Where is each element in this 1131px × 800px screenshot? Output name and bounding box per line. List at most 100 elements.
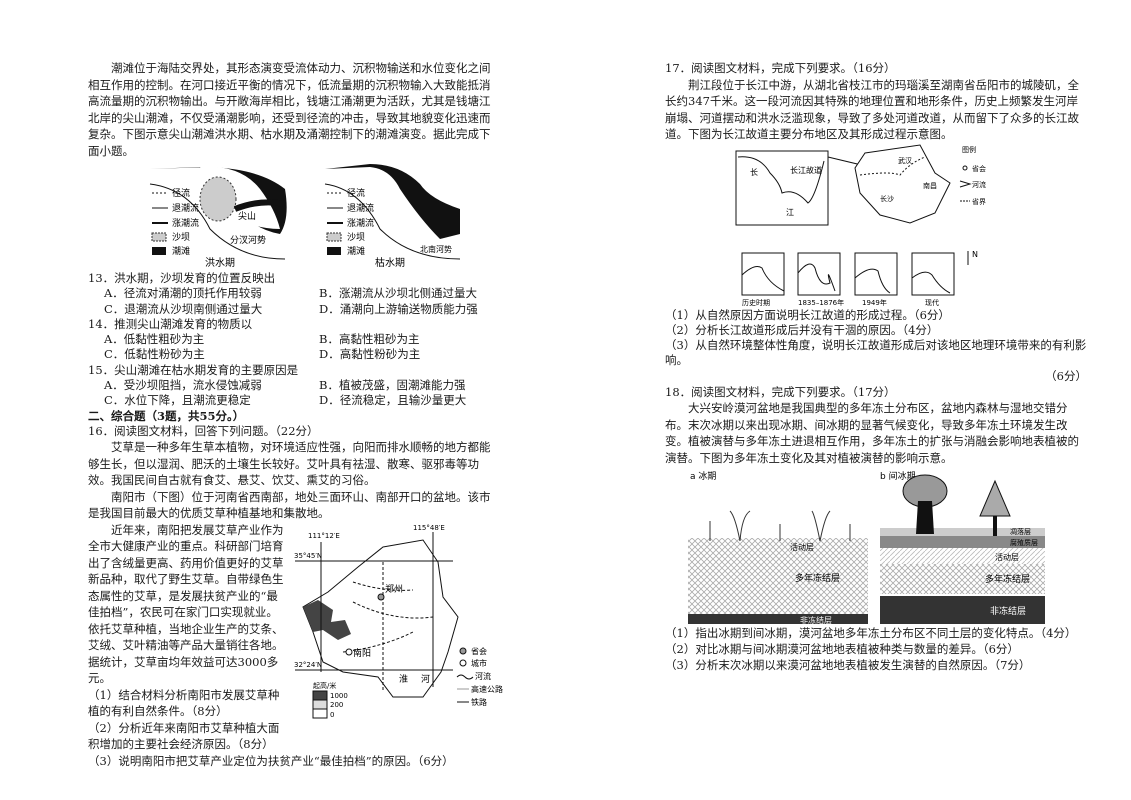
tidal-flat-diagram: 尖山 分汊河势 洪水期 径流 退潮流 涨潮流 沙坝 潮滩 北南河势 枯水期 径流… (149, 164, 460, 269)
svg-text:省会: 省会 (972, 164, 986, 173)
left-column: 潮滩位于海陆交界处，其形态演变受流体动力、沉积物输送和水位变化之间相互作用的控制… (88, 60, 503, 769)
svg-text:潮滩: 潮滩 (347, 245, 365, 257)
q17-sub-3: （3）从自然环境整体性角度，说明长江故道形成后对该地区地理环境带来的有利影响。 (665, 338, 1087, 368)
svg-text:1949年: 1949年 (862, 298, 887, 307)
q16-sub-2: （2）分析近年来南阳市艾草种植大面积增加的主要社会经济原因。（8分） (88, 720, 280, 752)
svg-text:200: 200 (330, 701, 343, 709)
q14-option-a[interactable]: A．低黏性粗砂为主 (104, 332, 205, 347)
svg-text:111°12′E: 111°12′E (308, 532, 340, 540)
q14-option-b[interactable]: B．高黏性粗砂为主 (319, 332, 420, 347)
svg-text:活动层: 活动层 (995, 552, 1019, 562)
svg-text:淮: 淮 (399, 674, 408, 685)
svg-text:南昌: 南昌 (923, 181, 937, 190)
q16-sub-3: （3）说明南阳市把艾草产业定位为扶贫产业“最佳拍档”的原因。（6分） (88, 753, 454, 768)
q14-stem: 14．推测尖山潮滩发育的物质以 (88, 316, 253, 331)
svg-text:b 间冰期: b 间冰期 (880, 470, 916, 482)
q13-option-b[interactable]: B．涨潮流从沙坝北侧通过量大 (319, 286, 477, 301)
svg-text:高速公路: 高速公路 (471, 684, 503, 694)
q17-sub-2: （2）分析长江故道形成后并没有干涸的原因。（4分） (665, 322, 939, 337)
svg-text:北南河势: 北南河势 (420, 244, 452, 254)
svg-text:洪水期: 洪水期 (205, 257, 235, 269)
svg-text:涨潮流: 涨潮流 (347, 217, 374, 229)
svg-text:省界: 省界 (972, 197, 986, 206)
svg-text:河流: 河流 (475, 671, 491, 681)
q15-stem: 15．尖山潮滩在枯水期发育的主要原因是 (88, 362, 299, 377)
svg-text:历史时期: 历史时期 (742, 298, 770, 307)
svg-text:多年冻结层: 多年冻结层 (795, 572, 840, 584)
svg-text:长沙: 长沙 (880, 194, 894, 203)
svg-text:非冻结层: 非冻结层 (990, 605, 1026, 617)
nanyang-map: 111°12′E 115°48′E 35°45′N 32°24′N 郑州 南阳 … (294, 524, 503, 719)
yangtze-oxbow-figure: 长 江 长江故道 武汉 长沙 南昌 图例 省会 河流 省界 历史时期 1835–… (735, 143, 986, 307)
q17-paragraph: 荆江段位于长江中游，从湖北省枝江市的玛瑙溪至湖南省岳阳市的城陵矶，全长约347千… (665, 77, 1079, 142)
svg-text:非冻结层: 非冻结层 (800, 615, 832, 625)
q16-paragraph-1: 艾草是一种多年生草本植物，对环境适应性强，向阳而排水顺畅的地方都能够生长，但以湿… (88, 440, 491, 488)
right-column: 17．阅读图文材料，完成下列要求。（16分） 荆江段位于长江中游，从湖北省枝江市… (665, 60, 1087, 674)
q16-stem: 16．阅读图文材料，回答下列问题。（22分） (88, 423, 319, 438)
svg-text:河流: 河流 (972, 180, 986, 189)
q16-paragraph-2: 南阳市（下图）位于河南省西南部，地处三面环山、南部开口的盆地。该市是我国目前最大… (88, 489, 491, 521)
map-legend: 图例 省会 河流 省界 (959, 145, 986, 206)
svg-text:枯水期: 枯水期 (375, 256, 405, 269)
svg-text:径流: 径流 (347, 187, 365, 199)
svg-text:活动层: 活动层 (790, 542, 814, 552)
section-heading: 二、综合题（3题，共55分。） (88, 408, 245, 423)
q14-option-d[interactable]: D．高黏性粉砂为主 (319, 347, 421, 362)
svg-text:1835–1876年: 1835–1876年 (798, 298, 844, 307)
svg-text:尖山: 尖山 (238, 210, 256, 222)
svg-text:35°45′N: 35°45′N (294, 552, 322, 560)
map-legend: 省会 城市 河流 高速公路 铁路 (456, 646, 503, 707)
dry-period-panel: 北南河势 枯水期 径流 退潮流 涨潮流 沙坝 潮滩 (324, 164, 460, 269)
svg-text:腐殖质层: 腐殖质层 (1010, 538, 1038, 547)
q15-option-c[interactable]: C．水位下降，且潮流更稳定 (104, 393, 251, 408)
svg-text:径流: 径流 (172, 187, 190, 199)
q13-option-a[interactable]: A．径流对涌潮的顶托作用较弱 (104, 286, 262, 301)
svg-text:长: 长 (750, 167, 758, 177)
q13-option-d[interactable]: D．涌潮向上游输送物质能力强 (319, 301, 478, 316)
svg-text:长江故道: 长江故道 (790, 165, 822, 175)
intro-passage: 潮滩位于海陆交界处，其形态演变受流体动力、沉积物输送和水位变化之间相互作用的控制… (88, 61, 491, 158)
q18-paragraph: 大兴安岭漠河盆地是我国典型的多年冻土分布区，盆地内森林与湿地交错分布。末次冰期以… (665, 401, 1079, 465)
q17-sub-1: （1）从自然原因方面说明长江故道的形成过程。（6分） (665, 307, 950, 322)
q15-option-b[interactable]: B．植被茂盛，固潮滩能力强 (319, 378, 466, 393)
q14-option-c[interactable]: C．低黏性粉砂为主 (104, 347, 205, 362)
q18-stem: 18．阅读图文材料，完成下列要求。（17分） (665, 384, 896, 399)
q18-sub-3: （3）分析末次冰期以来漠河盆地地表植被发生演替的自然原因。（7分） (665, 658, 1031, 673)
q13-stem: 13．洪水期，沙坝发育的位置反映出 (88, 271, 276, 285)
q17-subquestions: （1）从自然原因方面说明长江故道的形成过程。（6分） （2）分析长江故道形成后并… (665, 308, 1087, 384)
svg-text:江: 江 (786, 208, 794, 217)
svg-text:南阳: 南阳 (353, 647, 371, 659)
svg-text:退潮流: 退潮流 (172, 202, 199, 214)
q16-sub-1: （1）结合材料分析南阳市发展艾草种植的有利自然条件。（8分） (88, 687, 280, 719)
stage-panels: 历史时期 1835–1876年 1949年 现代 (741, 252, 955, 307)
north-arrow: N (972, 250, 978, 259)
svg-text:沙坝: 沙坝 (347, 232, 365, 243)
q17-stem: 17．阅读图文材料，完成下列要求。（16分） (665, 61, 896, 75)
q18-sub-1: （1）指出冰期到间冰期，漠河盆地多年冻土分布区不同土层的变化特点。（4分） (665, 626, 1077, 641)
svg-text:多年冻结层: 多年冻结层 (985, 573, 1030, 585)
q15-option-a[interactable]: A．受沙坝阻挡，流水侵蚀减弱 (104, 378, 262, 393)
flood-period-panel: 尖山 分汊河势 洪水期 径流 退潮流 涨潮流 沙坝 潮滩 (149, 166, 287, 269)
svg-text:河: 河 (421, 673, 430, 685)
q16-paragraph-3: 近年来，南阳把发展艾草产业作为全市大健康产业的重点。科研部门培育出了含绒量更高、… (88, 522, 284, 686)
q18-subquestions: （1）指出冰期到间冰期，漠河盆地多年冻土分布区不同土层的变化特点。（4分） （2… (665, 626, 1087, 673)
svg-text:32°24′N: 32°24′N (294, 661, 322, 669)
svg-text:涨潮流: 涨潮流 (172, 217, 199, 229)
svg-text:退潮流: 退潮流 (347, 202, 374, 214)
q13-option-c[interactable]: C．退潮流从沙坝南侧通过量大 (104, 301, 263, 316)
svg-text:a 冰期: a 冰期 (690, 470, 716, 482)
svg-text:现代: 现代 (925, 298, 939, 307)
q15-option-d[interactable]: D．径流稳定，且输沙量更大 (319, 393, 467, 408)
svg-text:凋落层: 凋落层 (1010, 527, 1031, 536)
svg-text:武汉: 武汉 (898, 156, 912, 165)
svg-text:沙坝: 沙坝 (172, 232, 190, 243)
q17-sub-3-score: （6分） (1045, 368, 1087, 383)
permafrost-figure: a 冰期 活动层 多年冻结层 非冻结层 b 间冰期 凋落层 腐殖质层 活动层 多… (688, 470, 1045, 625)
svg-text:铁路: 铁路 (471, 697, 487, 707)
svg-text:1000: 1000 (330, 692, 348, 700)
svg-text:115°48′E: 115°48′E (413, 524, 445, 532)
svg-text:城市: 城市 (471, 658, 487, 668)
svg-text:图例: 图例 (962, 145, 976, 154)
svg-text:0: 0 (330, 711, 334, 719)
